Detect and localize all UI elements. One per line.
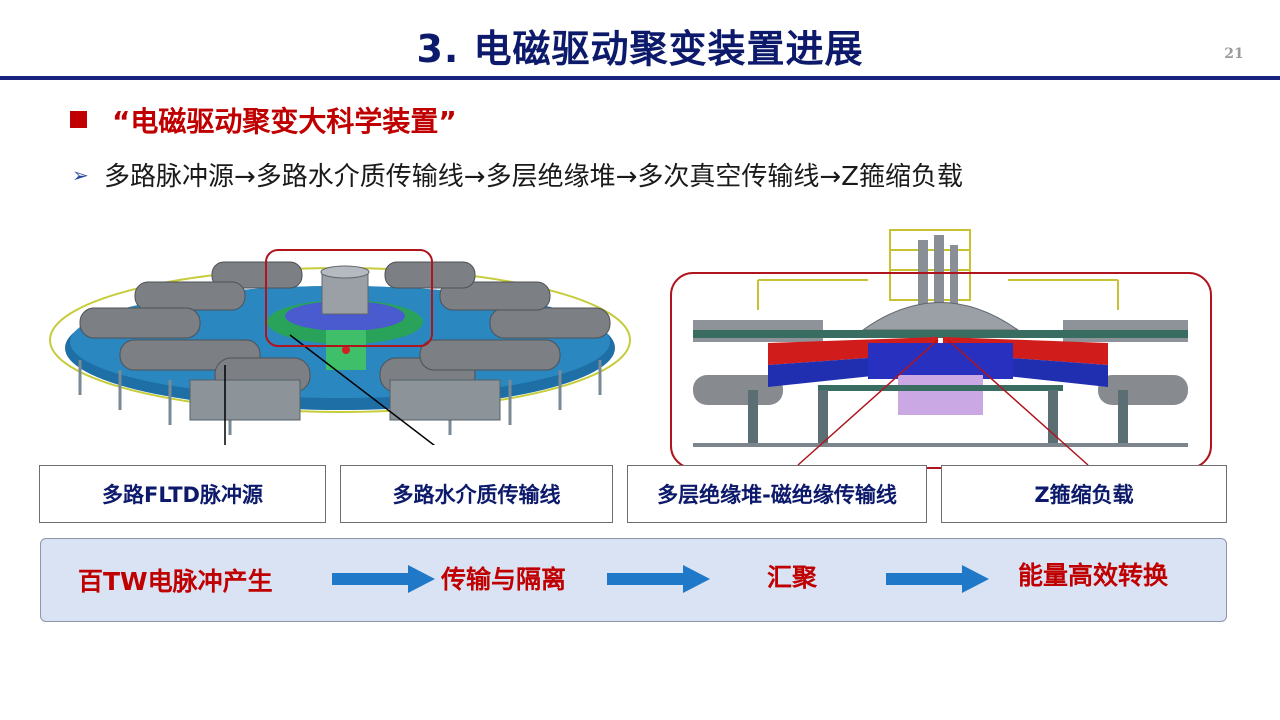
right-arrow-icon — [886, 565, 989, 593]
title-divider — [0, 76, 1280, 80]
flow-step-transmission-isolation: 传输与隔离 — [441, 565, 567, 594]
slide-title: 3. 电磁驱动聚变装置进展 — [416, 27, 864, 71]
label-water-transmission-line: 多路水介质传输线 — [340, 465, 613, 523]
label-z-pinch-load: Z箍缩负载 — [941, 465, 1227, 523]
right-arrow-icon — [332, 565, 435, 593]
label-insulator-stack-mitl: 多层绝缘堆-磁绝缘传输线 — [627, 465, 927, 523]
flow-step-energy-conversion: 能量高效转换 — [1018, 561, 1169, 590]
flow-step-pulse-generation: 百TW电脉冲产生 — [78, 567, 273, 596]
cross-section-image — [670, 229, 1212, 469]
label-fltd-pulse-source: 多路FLTD脉冲源 — [39, 465, 326, 523]
flow-step-convergence: 汇聚 — [767, 563, 818, 592]
arrow-bullet-icon: ➢ — [72, 163, 89, 187]
section-heading: “电磁驱动聚变大科学装置” — [112, 105, 457, 138]
page-number: 21 — [1224, 46, 1244, 62]
subtitle-text: 多路脉冲源→多路水介质传输线→多层绝缘堆→多次真空传输线→Z箍缩负载 — [104, 162, 963, 192]
square-bullet-icon — [70, 111, 87, 128]
right-arrow-icon — [607, 565, 710, 593]
facility-overview-image — [49, 249, 631, 445]
